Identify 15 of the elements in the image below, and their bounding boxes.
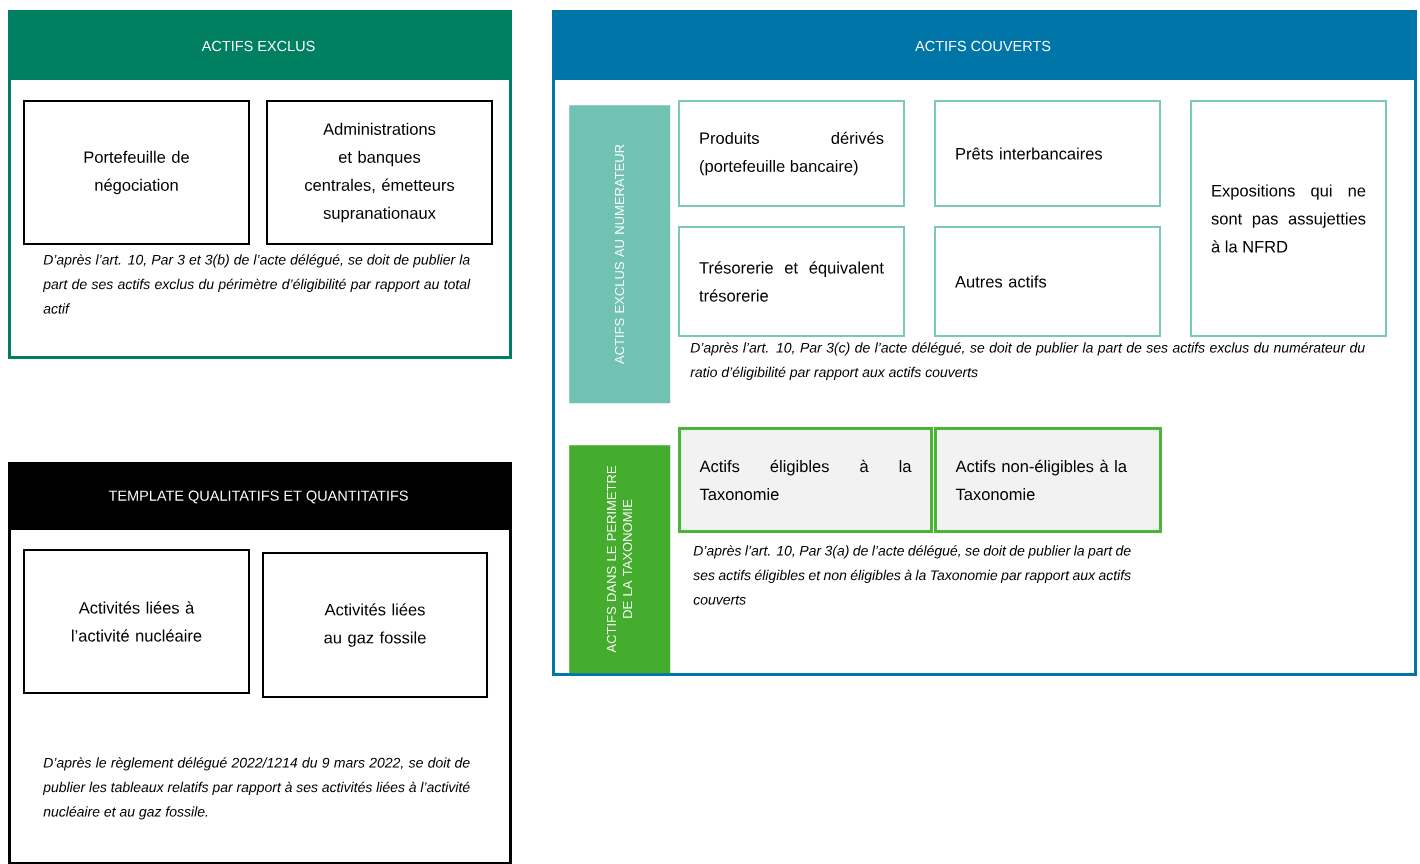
side-band: ACTIFS DANS LE PERIMETRE DE LA TAXONOMIE xyxy=(569,445,671,674)
asset-box: Produits dérivés (portefeuille bancaire) xyxy=(678,100,905,207)
asset-box: Actifs éligibles à la Taxonomie xyxy=(678,427,933,533)
asset-box: Activités liées au gaz fossile xyxy=(262,552,488,698)
asset-box: Prêts interbancaires xyxy=(934,100,1161,207)
side-band: ACTIFS EXCLUS AU NUMERATEUR xyxy=(569,105,671,404)
note-text: D’après l’art. 10, Par 3(a) de l’acte délégué, se doit de publier la part de ses actifs éligibles et non éligibles à la Taxonomie par rapport aux actifs couverts xyxy=(693,545,1131,605)
asset-box: Activités liées à l’activité nucléaire xyxy=(23,549,250,694)
asset-box: Expositions qui ne sont pas assujetties à la NFRD xyxy=(1190,100,1387,337)
asset-box: Autres actifs xyxy=(934,226,1161,337)
asset-box: Administrations et banques centrales, émetteurs supranationaux xyxy=(266,100,493,245)
note-text: D’après l’art. 10, Par 3(c) de l’acte délégué, se doit de publier la part de ses actifs exclus du numérateur du ratio d’éligibilité par rapport aux actifs couverts xyxy=(690,342,1365,380)
asset-box: Portefeuille de négociation xyxy=(23,100,250,245)
asset-box: Trésorerie et équivalent trésorerie xyxy=(678,226,905,337)
asset-box: Actifs non-éligibles à la Taxonomie xyxy=(934,427,1162,533)
